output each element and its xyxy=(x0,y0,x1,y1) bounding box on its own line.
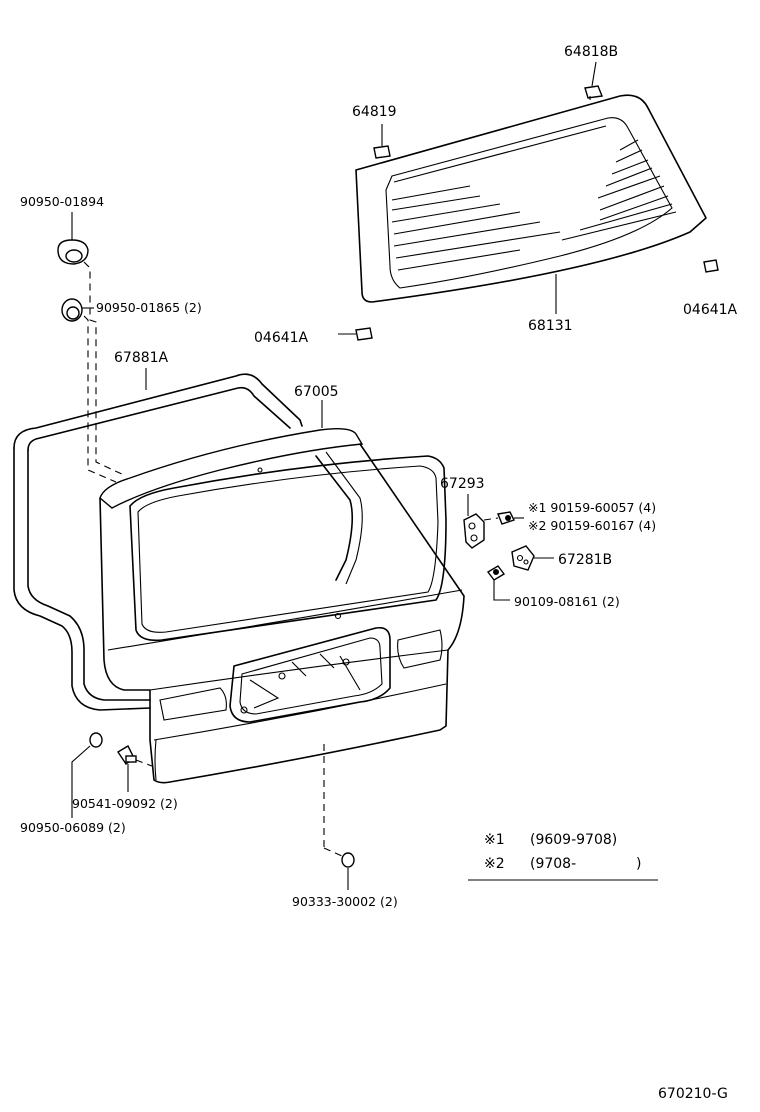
label-90109-08161: 90109-08161 (2) xyxy=(514,594,620,609)
clip-icon xyxy=(373,145,391,159)
back-door-panel xyxy=(99,427,465,784)
label-90159-60057: ※1 90159-60057 (4) xyxy=(528,500,656,515)
diagram-code: 670210-G xyxy=(658,1086,728,1102)
label-90159-60167: ※2 90159-60167 (4) xyxy=(528,518,656,533)
legend-range-2: (9708- xyxy=(530,856,576,872)
label-90333-30002: 90333-30002 (2) xyxy=(292,894,398,909)
legend-mark-2: ※2 xyxy=(484,856,505,872)
grommet-icon xyxy=(61,298,83,322)
weatherstrip xyxy=(13,373,303,711)
legend-mark-1: ※1 xyxy=(484,832,505,848)
label-90950-01865: 90950-01865 (2) xyxy=(96,300,202,315)
legend: ※1 (9609-9708) ※2 (9708- ) xyxy=(468,832,658,881)
hinge-icon xyxy=(511,545,535,571)
plug-icon xyxy=(341,852,355,868)
label-67281b: 67281B xyxy=(558,552,612,568)
label-67881a: 67881A xyxy=(114,350,169,366)
label-64818b: 64818B xyxy=(564,44,618,60)
bolt-icon xyxy=(497,511,515,525)
clip-icon xyxy=(703,259,719,273)
label-67005: 67005 xyxy=(294,384,339,400)
label-68131: 68131 xyxy=(528,318,573,334)
bolt-icon xyxy=(117,745,137,766)
label-90541-09092: 90541-09092 (2) xyxy=(72,796,178,811)
clip-icon xyxy=(338,327,373,341)
label-90950-01894: 90950-01894 xyxy=(20,194,104,209)
plug-icon xyxy=(89,732,103,748)
legend-range-1: (9609-9708) xyxy=(530,832,617,848)
label-67293: 67293 xyxy=(440,476,485,492)
clip-icon xyxy=(584,85,603,100)
grommet-icon xyxy=(57,239,89,265)
label-04641a-left: 04641A xyxy=(254,330,309,346)
back-window-glass xyxy=(355,94,707,303)
bolt-icon xyxy=(486,565,506,581)
label-04641a-right: 04641A xyxy=(683,302,738,318)
hinge-icon xyxy=(463,513,485,549)
legend-close-2: ) xyxy=(636,856,641,872)
label-90950-06089: 90950-06089 (2) xyxy=(20,820,126,835)
label-64819: 64819 xyxy=(352,104,397,120)
